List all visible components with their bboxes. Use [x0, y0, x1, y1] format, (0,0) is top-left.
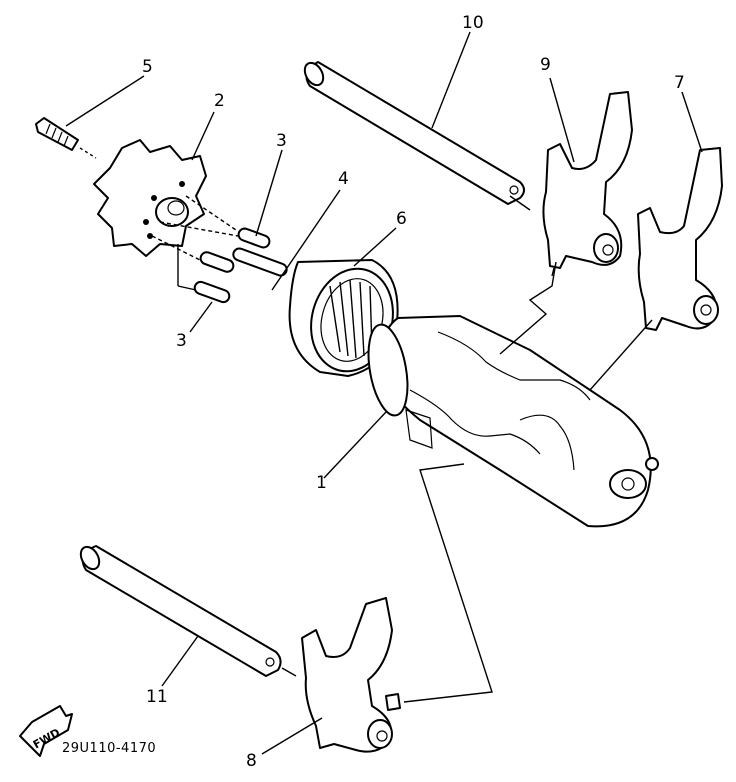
engagement-lines [403, 261, 653, 703]
shift-fork-8 [301, 597, 401, 753]
callout-1: 1 [316, 473, 327, 493]
callout-3-lower: 3 [176, 331, 187, 351]
shift-fork-7 [637, 147, 723, 331]
callout-10: 10 [462, 13, 484, 33]
shift-drum [367, 315, 659, 528]
callout-3-upper: 3 [276, 131, 287, 151]
callout-9: 9 [540, 55, 551, 75]
callout-6: 6 [396, 209, 407, 229]
part-code: 29U110-4170 [62, 741, 156, 756]
callout-labels: 1 2 3 3 4 5 6 7 8 9 10 11 [142, 13, 685, 771]
bolt [35, 117, 97, 159]
shift-drum-segment [93, 139, 207, 257]
shift-rod-upper [303, 61, 531, 211]
callout-7: 7 [674, 73, 685, 93]
callout-8: 8 [246, 751, 257, 771]
leader-lines [65, 31, 703, 755]
callout-4: 4 [338, 169, 349, 189]
callout-5: 5 [142, 57, 153, 77]
pins [151, 195, 288, 304]
shift-rod-lower [79, 545, 297, 677]
callout-11: 11 [146, 687, 168, 707]
shift-fork-9 [542, 91, 633, 277]
callout-2: 2 [214, 91, 225, 111]
